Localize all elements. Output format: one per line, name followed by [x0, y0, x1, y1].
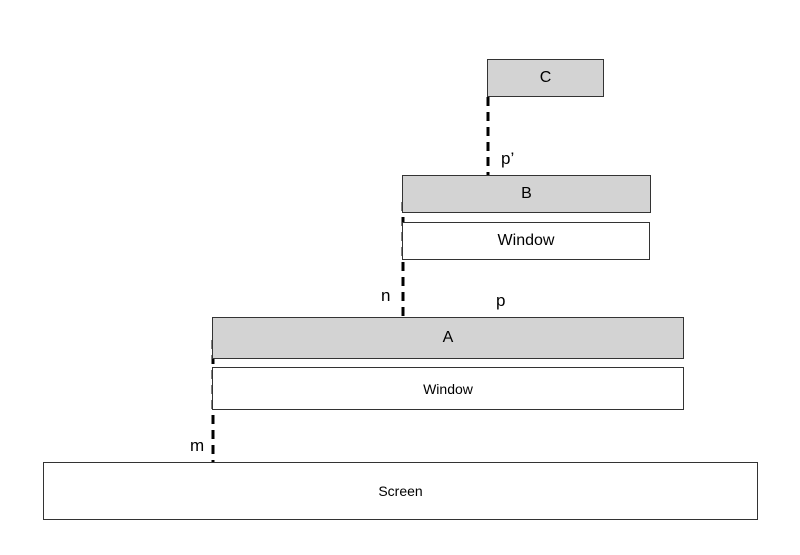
box-b-label: B	[521, 185, 532, 202]
box-c-label: C	[539, 69, 552, 86]
box-c: C	[487, 59, 604, 97]
window-box-b: Window	[402, 222, 650, 260]
label-m: m	[190, 436, 205, 455]
box-a-label: A	[442, 329, 454, 346]
screen-box: Screen	[43, 462, 758, 520]
screen-box-label: Screen	[378, 483, 423, 499]
window-box-a-label: Window	[423, 380, 473, 397]
box-a: A	[212, 317, 684, 359]
label-p: p	[496, 291, 506, 310]
box-b: B	[402, 175, 651, 213]
window-box-b-label: Window	[497, 232, 555, 249]
label-n: n	[381, 286, 391, 305]
window-box-a: Window	[212, 367, 684, 410]
label-p-prime: p’	[501, 149, 515, 168]
